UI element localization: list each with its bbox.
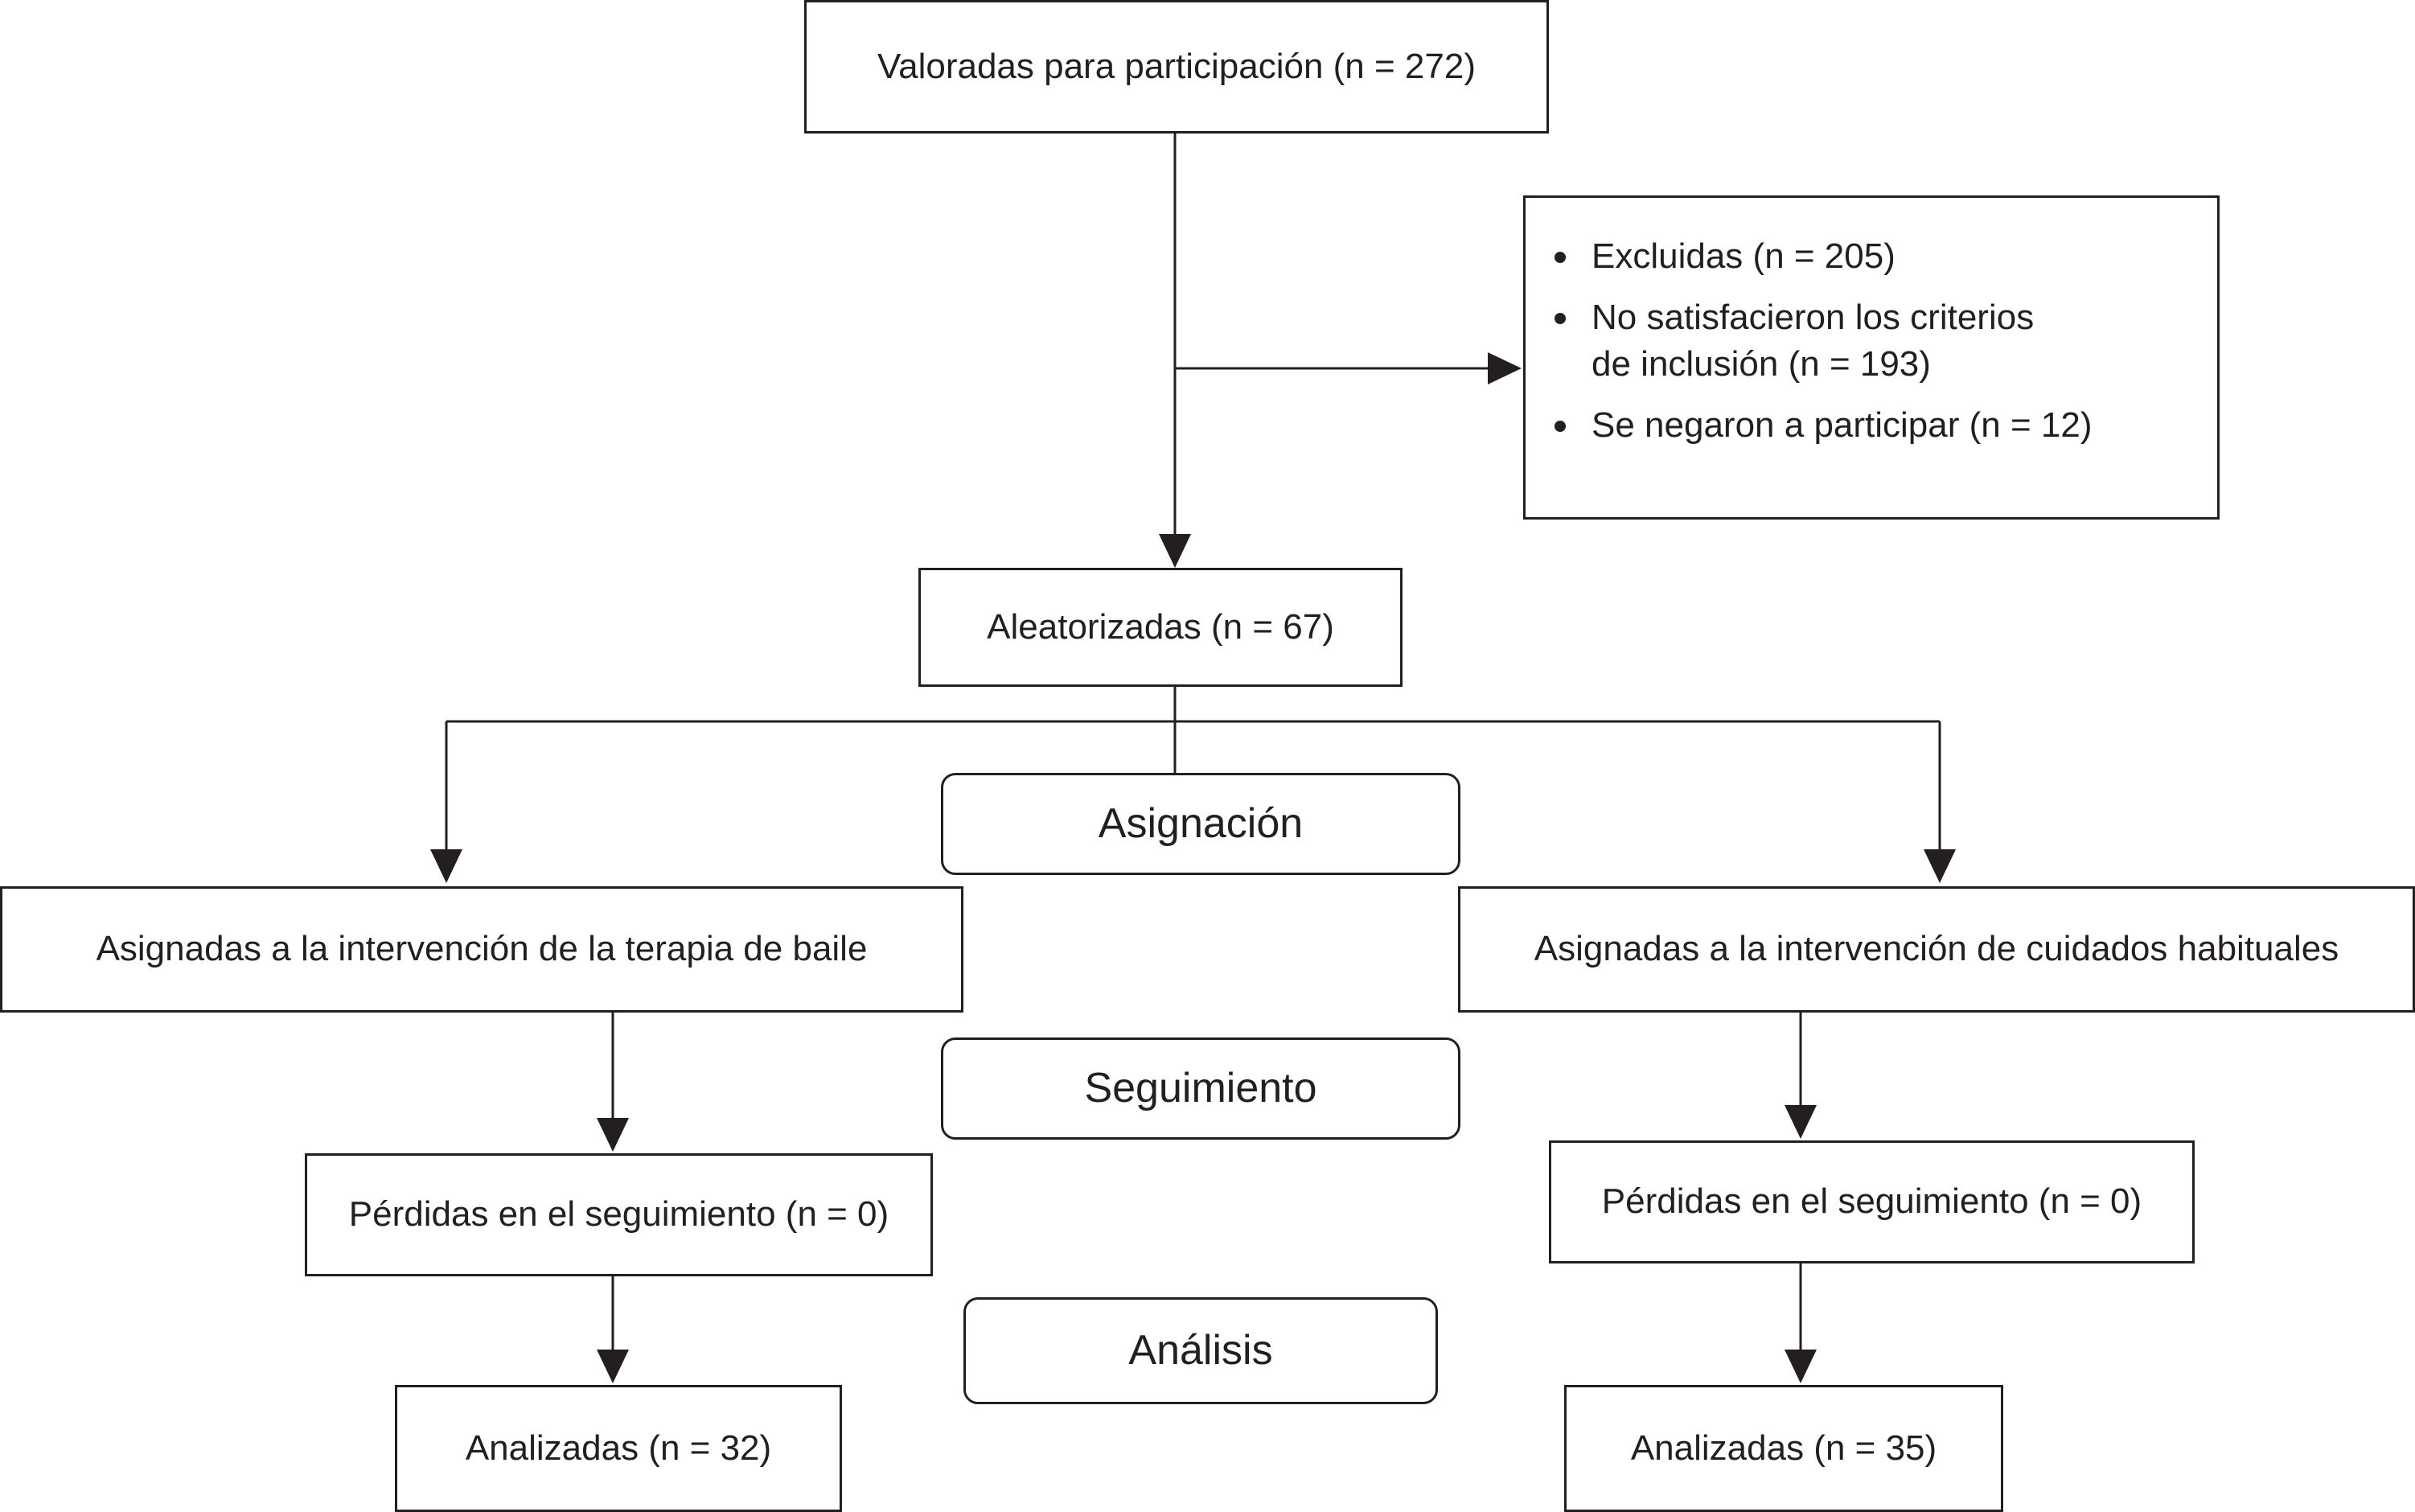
bullet-icon [1555,313,1566,324]
randomized-label: Aleatorizadas (n = 67) [987,606,1334,647]
randomized-box: Aleatorizadas (n = 67) [918,568,1403,687]
excluded-item-text: No satisfacieron los criterios [1592,298,2035,337]
allocated-dance-box: Asignadas a la intervención de la terapi… [0,886,963,1013]
analyzed-usual-label: Analizadas (n = 35) [1630,1428,1937,1468]
excluded-item-text: Se negaron a participar (n = 12) [1592,405,2093,445]
excluded-item-text: Excluidas (n = 205) [1592,236,1895,276]
excluded-item: Se negaron a participar (n = 12) [1555,402,2217,449]
allocation-stage-text: Asignación [1098,800,1304,848]
analyzed-dance-label: Analizadas (n = 32) [465,1428,772,1468]
allocation-stage-label: Asignación [941,773,1460,875]
lost-usual-box: Pérdidas en el seguimiento (n = 0) [1549,1140,2195,1263]
excluded-item-text-continued: de inclusión (n = 193) [1592,344,1931,384]
allocated-usual-box: Asignadas a la intervención de cuidados … [1458,886,2415,1013]
arrowhead-to-analyzed-dance [597,1350,629,1383]
arrowhead-to-analyzed-usual [1785,1350,1817,1383]
excluded-item: No satisfacieron los criterios de inclus… [1555,294,2217,388]
bullet-icon [1555,421,1566,432]
excluded-item: Excluidas (n = 205) [1555,233,2217,280]
analyzed-dance-box: Analizadas (n = 32) [395,1385,842,1512]
excluded-box: Excluidas (n = 205) No satisfacieron los… [1523,195,2220,520]
assessed-label: Valoradas para participación (n = 272) [877,46,1476,86]
lost-dance-label: Pérdidas en el seguimiento (n = 0) [348,1194,889,1235]
arrowhead-to-lost-usual [1785,1105,1817,1139]
arrowhead-to-excluded [1488,352,1522,384]
allocated-usual-label: Asignadas a la intervención de cuidados … [1534,929,2339,969]
bullet-icon [1555,252,1566,263]
followup-stage-text: Seguimiento [1084,1065,1317,1112]
arrowhead-to-lost-dance [597,1118,629,1152]
lost-usual-label: Pérdidas en el seguimiento (n = 0) [1601,1181,2142,1222]
analysis-stage-text: Análisis [1128,1327,1273,1374]
lost-dance-box: Pérdidas en el seguimiento (n = 0) [305,1153,933,1276]
arrowhead-to-dance [430,849,462,883]
arrowhead-to-randomized [1159,534,1191,568]
assessed-box: Valoradas para participación (n = 272) [804,0,1549,134]
arrowhead-to-usual [1924,849,1956,883]
allocated-dance-label: Asignadas a la intervención de la terapi… [96,929,868,969]
analysis-stage-label: Análisis [963,1297,1438,1404]
analyzed-usual-box: Analizadas (n = 35) [1564,1385,2003,1512]
excluded-list: Excluidas (n = 205) No satisfacieron los… [1555,233,2217,449]
followup-stage-label: Seguimiento [941,1037,1460,1140]
